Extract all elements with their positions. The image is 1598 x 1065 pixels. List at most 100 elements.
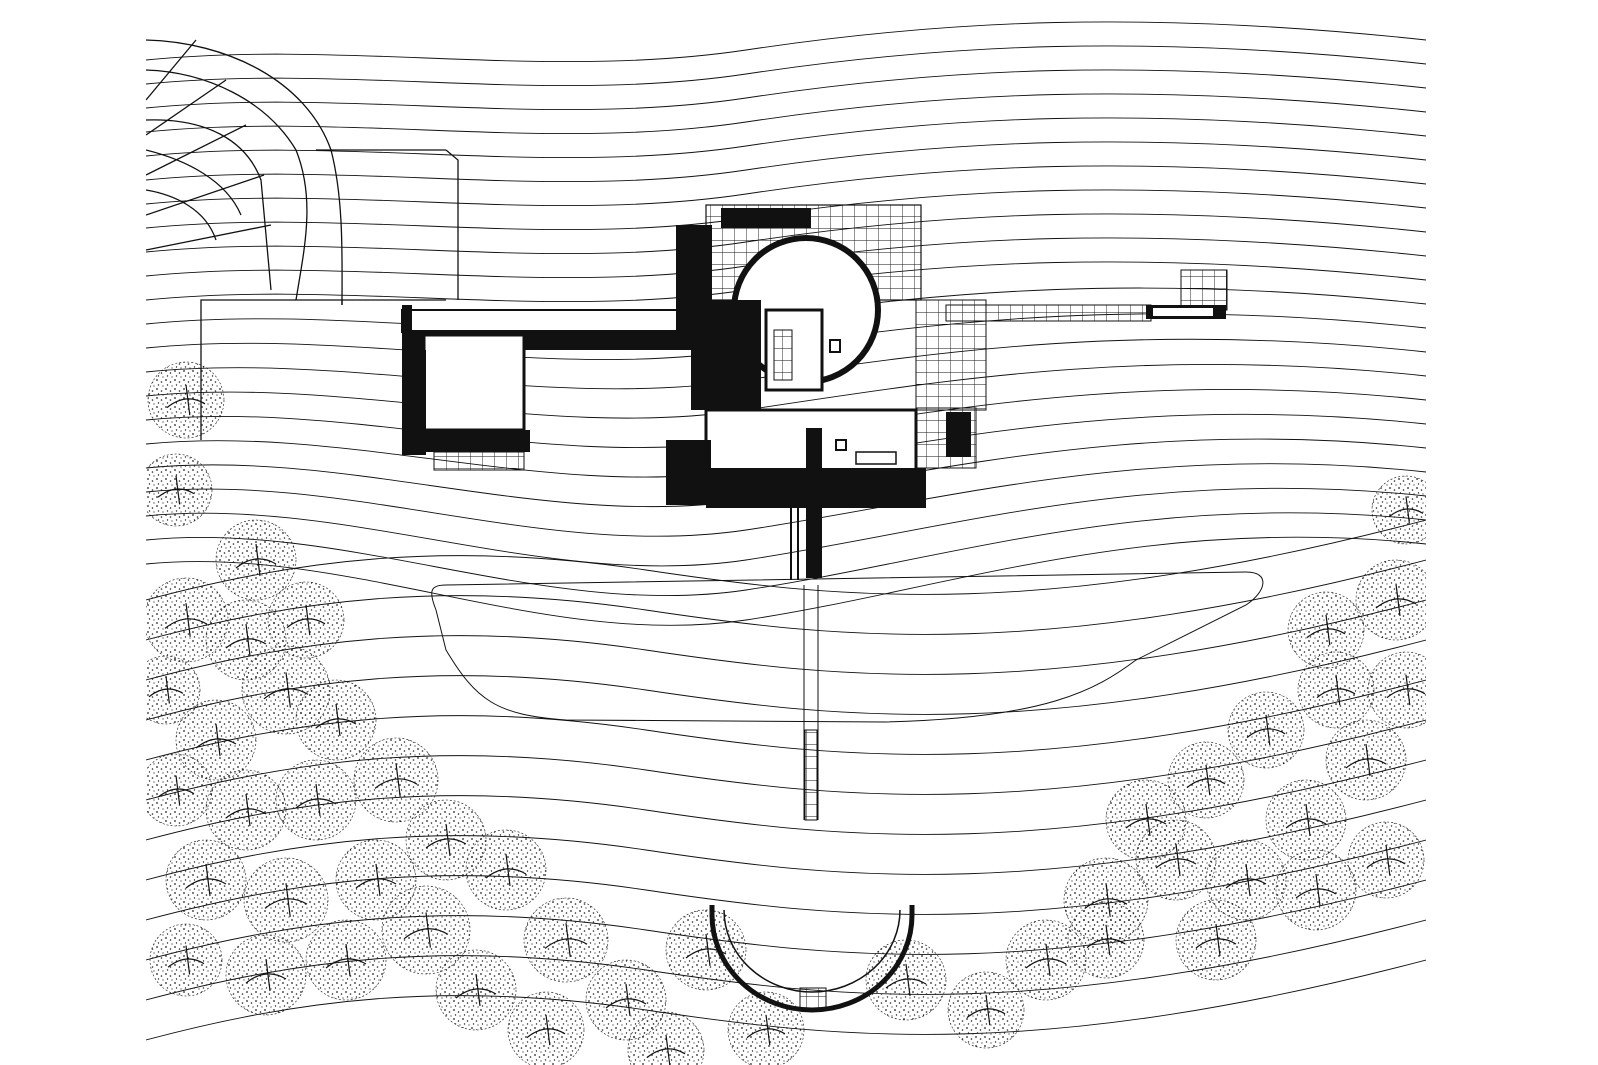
tree-branches [1225,863,1267,897]
tree-branches [245,958,287,992]
site-plan-drawing [146,0,1426,1065]
tree-canopy [1287,591,1365,669]
tree-canopy [165,839,247,921]
tree-branches [315,703,357,737]
tree-branches [685,933,727,967]
tree-canopy [1227,691,1305,769]
tree-canopy [435,949,517,1031]
tree-canopy [149,923,223,997]
tree-branches [1125,803,1167,837]
tree-canopy [381,885,471,975]
contour-line [146,141,1426,183]
tree-canopy [1347,821,1425,899]
tree-branches [263,672,309,708]
tree-branches [235,543,277,577]
contour-line [146,463,1426,537]
tree-branches [1155,843,1197,877]
tree-branches [1025,943,1067,977]
tree-branches [148,676,184,704]
tree-branches [164,603,208,637]
tree-branches [1195,923,1237,957]
tree-canopy [1325,719,1407,801]
tree-canopy [243,857,329,943]
tree-canopy [215,519,297,601]
tree-canopy [267,581,345,659]
tree-branches [166,384,206,416]
tree-branches [325,943,367,977]
tree-branches [1086,924,1126,956]
tree-canopy [465,829,547,911]
curved-driveway [146,39,459,440]
tree-branches [1316,674,1356,706]
contour-line [146,512,1426,597]
contour-line [146,536,1426,626]
tree-branches [646,1034,686,1065]
tree-branches [746,1014,786,1046]
tree-branches [374,763,418,797]
tree-canopy [1275,849,1357,931]
tree-canopy [353,737,439,823]
tree-canopy [1105,779,1187,861]
tree-canopy [1265,779,1347,861]
tree-canopy [275,759,357,841]
contour-line [146,21,1426,63]
tree-branches [526,1014,566,1046]
tree-branches [885,963,927,997]
tree-canopy [305,919,387,1001]
tree-canopy [205,769,287,851]
tree-branches [167,945,205,975]
tree-branches [1186,764,1226,796]
contour-line [146,519,1426,601]
tree-branches [1386,674,1426,706]
tree-canopies [146,361,1426,1065]
tree-branches [1306,614,1346,646]
contour-line [146,959,1426,1041]
tree-branches [225,623,267,657]
reflecting-lawn [431,571,1264,723]
tree-branches [1345,743,1387,777]
tree-canopy [523,897,609,983]
tree-canopy [147,361,225,439]
tree-branches [295,783,337,817]
tree-canopy [295,679,377,761]
tree-branches [195,723,237,757]
house-footprint [401,204,1228,578]
tree-branches [1388,496,1424,524]
tree-canopy [665,909,747,991]
tree-branches [1375,583,1417,617]
tree-branches [1246,714,1286,746]
tree-branches [157,775,195,805]
contour-line [146,93,1426,135]
tree-canopy [146,453,213,527]
site-plan-svg [146,21,1426,1065]
tree-branches [485,853,527,887]
tree-canopy [175,699,257,781]
tree-canopy [865,939,947,1021]
contour-line [146,165,1426,207]
tree-branches [605,983,647,1017]
tree-canopy [1175,899,1257,981]
tree-branches [1285,803,1327,837]
tree-branches [225,793,267,827]
tree-canopy [225,934,307,1016]
tree-branches [1295,873,1337,907]
tree-canopy [1167,741,1245,819]
tree-branches [1366,844,1406,876]
tree-branches [544,923,588,957]
tree-branches [425,823,467,857]
contour-line [146,117,1426,159]
tree-branches [403,912,449,948]
tree-branches [355,863,397,897]
contour-line [146,69,1426,111]
tree-branches [157,475,195,505]
tree-branches [966,994,1006,1026]
tree-branches [286,604,326,636]
tree-canopy [1371,475,1426,545]
tree-branches [185,863,227,897]
central-path [790,500,819,821]
tree-canopy [1067,901,1145,979]
contour-line [146,487,1426,567]
tree-branches [264,883,308,917]
contour-line [146,45,1426,87]
